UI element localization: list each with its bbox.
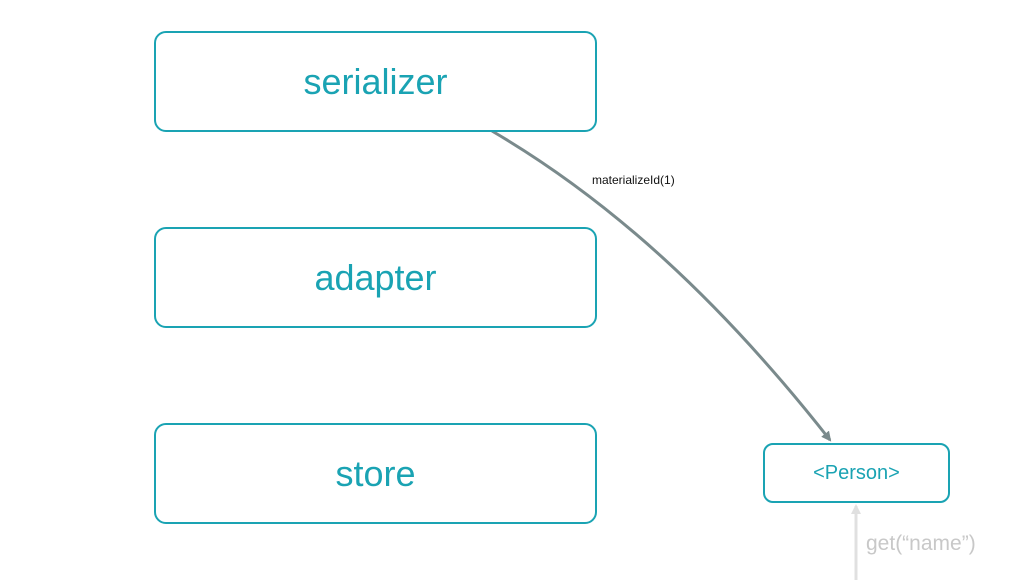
node-adapter: adapter (154, 227, 597, 328)
node-serializer: serializer (154, 31, 597, 132)
node-serializer-label: serializer (303, 60, 448, 102)
edge-label-get: get(“name”) (866, 532, 976, 555)
edge-serializer-to-person (491, 129, 832, 442)
node-person-label: <Person> (813, 461, 900, 484)
node-adapter-label: adapter (314, 256, 437, 298)
node-store-label: store (335, 452, 416, 494)
node-store: store (154, 423, 597, 524)
node-person: <Person> (763, 443, 950, 503)
edge-label-materialize: materializeId(1) (592, 173, 675, 187)
